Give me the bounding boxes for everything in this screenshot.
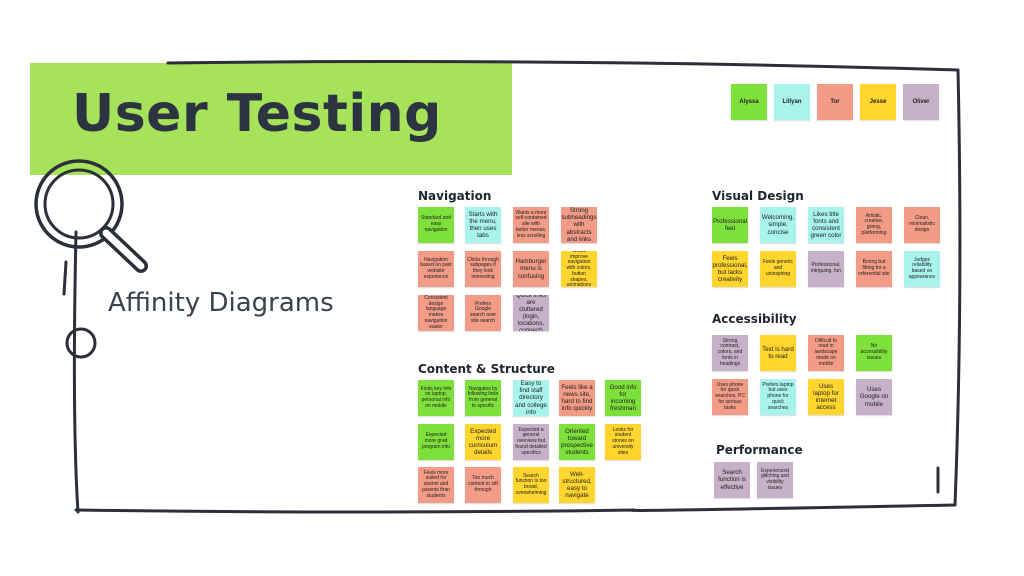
sticky-note: Oriented toward prospective students bbox=[559, 424, 595, 460]
legend-tor: Tor bbox=[817, 84, 853, 120]
slide-title: User Testing bbox=[72, 84, 442, 144]
sticky-note: Search function is effective bbox=[714, 462, 750, 498]
sticky-note: Expected more curriculum details bbox=[465, 424, 501, 460]
sticky-note: Standard and easy navigation bbox=[418, 207, 454, 243]
sticky-note: Boring but fitting for a referential sit… bbox=[856, 251, 892, 287]
sticky-note: Strong subheadings with abstracts and li… bbox=[561, 207, 597, 243]
sticky-note: Feels like a news site, hard to find inf… bbox=[559, 380, 595, 416]
sticky-note: Clicks through subpages if they look int… bbox=[465, 251, 501, 287]
sticky-note: Navigation based on past website experie… bbox=[418, 251, 454, 287]
sticky-note: Experienced glitching and visibility iss… bbox=[757, 462, 793, 498]
sticky-note: Feels generic and uninspiring bbox=[760, 251, 796, 287]
title-highlight bbox=[30, 63, 512, 175]
legend-jesse: Jesse bbox=[860, 84, 896, 120]
legend-oliver: Oliver bbox=[903, 84, 939, 120]
sticky-note: Likes title fonts and consistent green c… bbox=[808, 207, 844, 243]
legend-alyssa: Alyssa bbox=[731, 84, 767, 120]
sticky-note: Difficult to read in landscape mode on m… bbox=[808, 335, 844, 371]
heading-content-structure: Content & Structure bbox=[418, 362, 555, 376]
sticky-note: Prefers Google search over site search bbox=[465, 295, 501, 331]
sticky-note: Consistent design language makes navigat… bbox=[418, 295, 454, 331]
sticky-note: Strong contrast, colors, and fonts in he… bbox=[712, 335, 748, 371]
sticky-note: Feels more suited for alumni and parents… bbox=[418, 467, 454, 503]
sticky-note: Looks for student stories on university … bbox=[605, 424, 641, 460]
heading-visual-design: Visual Design bbox=[712, 189, 804, 203]
sticky-note: Text is hard to read bbox=[760, 335, 796, 371]
sticky-note: Good info for incoming freshman bbox=[605, 380, 641, 416]
sticky-note: Hamburger menu is confusing bbox=[513, 251, 549, 287]
sticky-note: Professional feel bbox=[712, 207, 748, 243]
sticky-note: No accessibility issues bbox=[856, 335, 892, 371]
sticky-note: Well-structured, easy to navigate bbox=[559, 467, 595, 503]
magnifier-icon bbox=[34, 159, 148, 273]
sticky-note: Navigates by following links from genera… bbox=[465, 380, 501, 416]
sticky-note: Finds key info on laptop, personal info … bbox=[418, 380, 454, 416]
sticky-note: Too much content to sift through bbox=[465, 467, 501, 503]
heading-navigation: Navigation bbox=[418, 189, 492, 203]
heading-accessibility: Accessibility bbox=[712, 312, 797, 326]
sticky-note: Uses laptop for internet access bbox=[808, 379, 844, 415]
sticky-note: Uses Google on mobile bbox=[856, 379, 892, 415]
sticky-note: Search function is too broad, overwhelmi… bbox=[513, 467, 549, 503]
sticky-note: Artistic, creative, giving, platforming bbox=[856, 207, 892, 243]
sticky-note: Quick links are cluttered (login, locati… bbox=[513, 295, 549, 331]
sticky-note: Clean, minimalistic design bbox=[904, 207, 940, 243]
sticky-note: Expected a general overview but found de… bbox=[513, 424, 549, 460]
sticky-note: Prefers laptop but uses phone for quick … bbox=[760, 379, 796, 415]
slide-subtitle: Affinity Diagrams bbox=[108, 288, 334, 318]
sticky-note: Judges reliability based on appearance bbox=[904, 251, 940, 287]
sticky-note: Professional, intriguing, fun bbox=[808, 251, 844, 287]
sticky-note: Wants a more self-contained site with be… bbox=[513, 207, 549, 243]
legend-lillyan: Lillyan bbox=[774, 84, 810, 120]
sticky-note: Starts with the menu, then uses tabs bbox=[465, 207, 501, 243]
sticky-note: Welcoming, simple, concise bbox=[760, 207, 796, 243]
sticky-note: Would improve navigation with colors, bu… bbox=[561, 251, 597, 287]
sticky-note: Uses phone for quick searches, PC for se… bbox=[712, 379, 748, 415]
heading-performance: Performance bbox=[716, 443, 803, 457]
sticky-note: Easy to find staff directory and college… bbox=[513, 380, 549, 416]
sticky-note: Feels professional, but lacks creativity bbox=[712, 251, 748, 287]
sticky-note: Expected more grad program info bbox=[418, 424, 454, 460]
